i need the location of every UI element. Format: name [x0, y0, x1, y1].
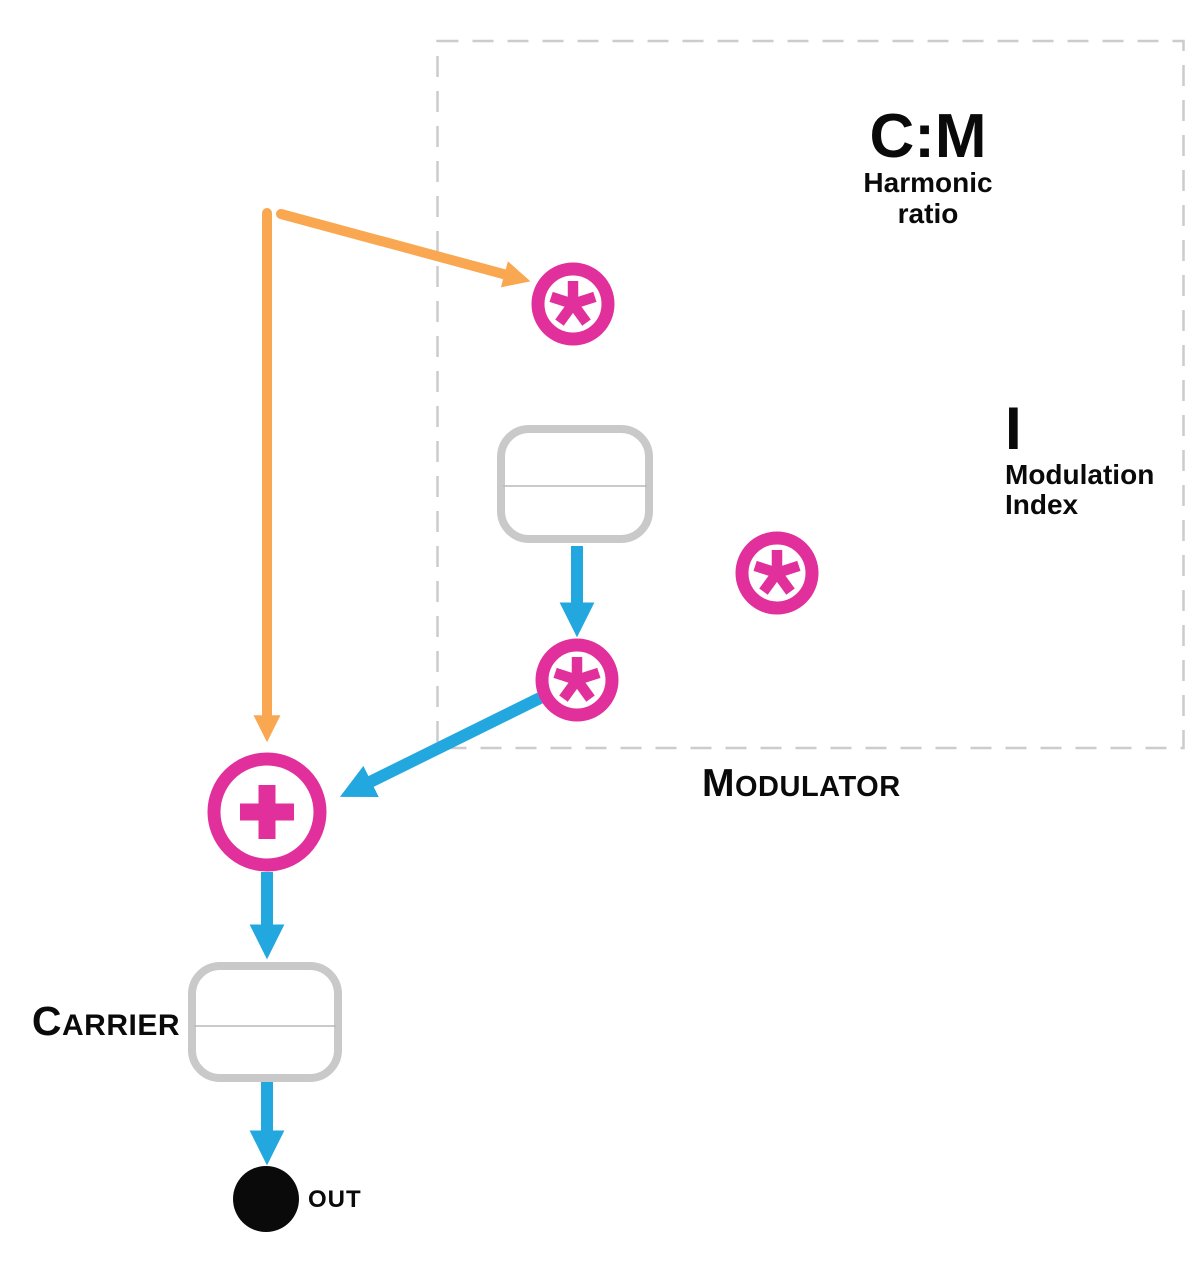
harmonic-ratio-label: C:M Harmonic ratio [800, 102, 1056, 230]
cm-ratio-title: C:M [869, 102, 987, 171]
modulator-oscillator [497, 425, 653, 543]
modulation-index-label: I Modulation Index [1005, 395, 1185, 520]
index-sub2: Index [1005, 489, 1079, 520]
carrier-label: Carrier [31, 998, 180, 1044]
orange-arrow-to-ratio-multiply [276, 209, 531, 288]
asterisk-icon [553, 657, 601, 702]
multiply-node-ratio [531, 262, 615, 346]
multiply-node-index [735, 531, 819, 615]
output-node [233, 1166, 299, 1232]
modulator-label: Modulator [702, 762, 901, 805]
asterisk-icon [549, 281, 597, 326]
index-symbol: I [1005, 395, 1022, 462]
cm-ratio-sub2: ratio [897, 198, 959, 229]
add-node [207, 752, 327, 872]
multiply-node-output [535, 638, 619, 722]
cm-ratio-sub1: Harmonic [863, 167, 993, 198]
modulator-group-border [436, 39, 1185, 750]
oscillator-box-icon [497, 425, 653, 543]
blue-arrow-multiply-to-add [339, 692, 543, 798]
index-sub1: Modulation [1005, 459, 1155, 490]
plus-icon [240, 785, 294, 839]
out-label: OUT [308, 1186, 362, 1213]
oscillator-box-icon [188, 962, 342, 1082]
asterisk-icon [753, 550, 801, 595]
carrier-oscillator [188, 962, 342, 1082]
